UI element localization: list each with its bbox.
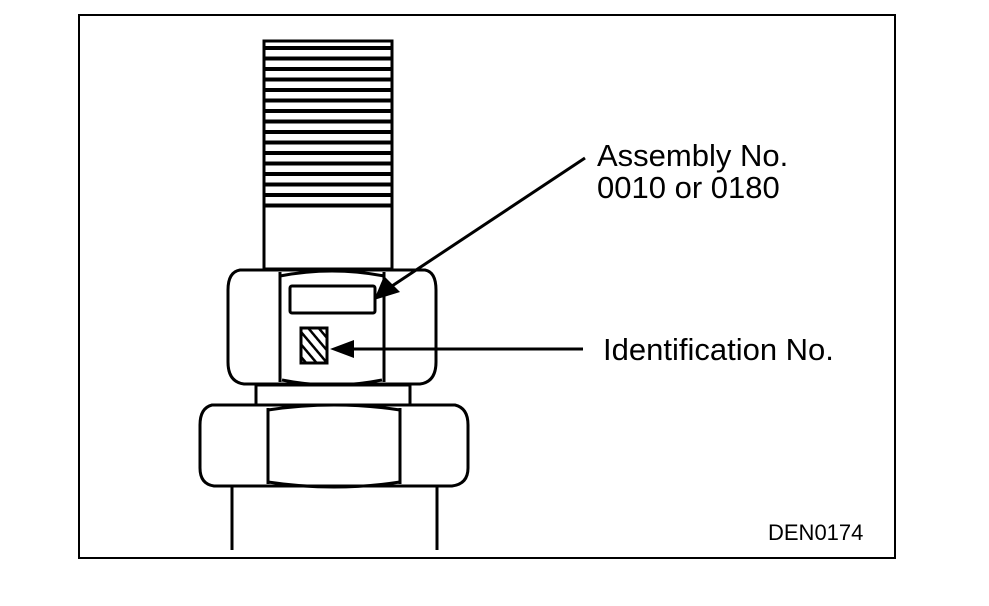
identification-number-label: Identification No. [603, 332, 834, 367]
identification-leader-arrow [330, 340, 583, 358]
threaded-stem [262, 39, 394, 271]
upper-hex-nut [226, 268, 438, 387]
collar [254, 383, 412, 407]
assembly-number-label: Assembly No. [597, 138, 789, 173]
lower-hex-nut [198, 403, 470, 489]
figure-code: DEN0174 [768, 520, 864, 545]
assembly-leader-arrow [374, 156, 586, 300]
assembly-number-window [288, 284, 377, 315]
figure-frame [78, 14, 896, 559]
identification-mark [299, 326, 329, 365]
shaft [230, 487, 439, 550]
assembly-number-values: 0010 or 0180 [597, 170, 780, 205]
